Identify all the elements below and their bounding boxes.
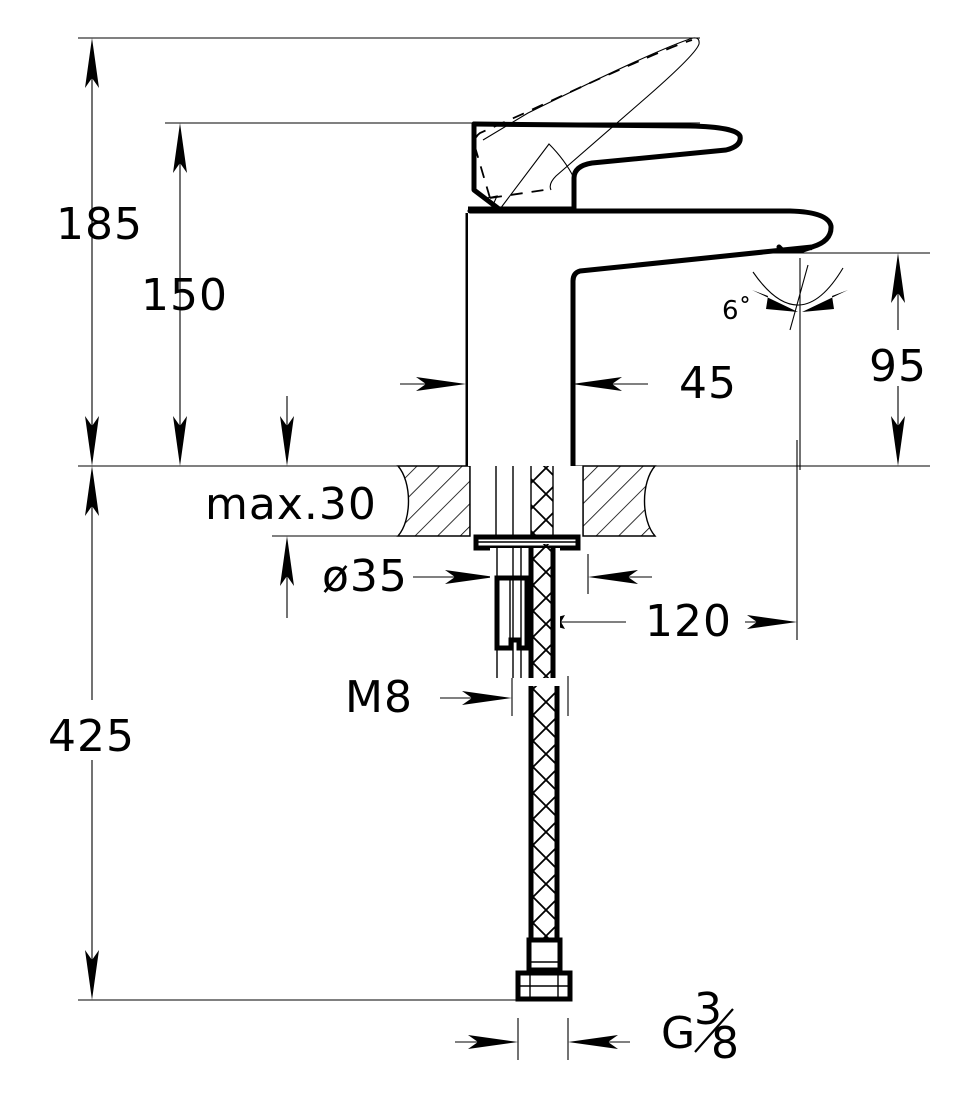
lever-handle-inner-fold <box>499 143 575 210</box>
arrowhead-g38-left <box>468 1035 518 1049</box>
arrowhead-95-bottom <box>891 416 905 466</box>
arrowhead-150-bottom <box>173 416 187 466</box>
arrowhead-6deg-right <box>802 290 848 312</box>
shank-thread-hatch-lower <box>531 544 553 678</box>
arrowhead-45-left <box>416 377 466 391</box>
dimension-label-6deg: 6˚ <box>722 296 752 326</box>
arrowhead-m8 <box>462 691 512 705</box>
arrowhead-185-bottom <box>85 416 99 466</box>
countertop-section-right <box>582 465 657 537</box>
shank-collar-fill <box>470 466 583 536</box>
arrowhead-6deg-left <box>752 290 798 312</box>
spout-fill <box>468 208 834 466</box>
dimension-label-max30: max.30 <box>205 479 377 530</box>
lever-raised-outline <box>482 37 700 191</box>
arrowhead-150-top <box>173 123 187 173</box>
dimension-label-g38-letter: G <box>661 1008 696 1059</box>
hose-ferrule <box>526 937 563 973</box>
hose-ferrule-fill <box>528 939 561 971</box>
arrowhead-425-top <box>85 466 99 516</box>
dimension-label-150: 150 <box>141 270 228 321</box>
arrowhead-d35-right <box>588 570 638 584</box>
angle-arc-6deg <box>752 267 844 306</box>
arrowhead-425-bottom <box>85 950 99 1000</box>
hex-nut-outline <box>515 970 573 1002</box>
arrowhead-g38-right <box>568 1035 618 1049</box>
dimension-label-425: 425 <box>48 711 135 762</box>
dimension-label-d35: ø35 <box>322 551 408 602</box>
arrowhead-185-top <box>85 38 99 88</box>
arrowhead-d35-left <box>445 570 495 584</box>
arrowhead-max30-bottom <box>280 536 294 586</box>
lever-raised-dashed-left <box>473 39 693 199</box>
m8-stud-block <box>494 575 530 651</box>
dimension-label-45: 45 <box>679 358 737 409</box>
arrowhead-max30-top <box>280 416 294 466</box>
spout-outline <box>467 208 834 469</box>
lever-pivot-detail <box>485 195 498 207</box>
shank-thread-hatch-upper <box>531 466 553 538</box>
arrowhead-120-right <box>747 615 797 629</box>
dimension-label-95: 95 <box>869 341 927 392</box>
dimension-label-g38-denominator: 8 <box>711 1018 740 1069</box>
fraction-bar-g38 <box>694 1008 734 1053</box>
angle-ref-line-6deg <box>789 264 809 331</box>
lever-handle-outline-top <box>471 121 743 212</box>
countertop-section-left <box>396 465 471 537</box>
lever-raised-dashed-bottom <box>489 188 552 199</box>
lever-handle-fill <box>474 124 743 208</box>
arrowhead-45-right <box>572 377 622 391</box>
dimension-label-m8: M8 <box>345 672 413 723</box>
dimension-label-185: 185 <box>56 199 143 250</box>
hose-braid-hatch <box>531 686 557 939</box>
arrowhead-95-top <box>891 253 905 303</box>
dimension-label-120: 120 <box>645 596 732 647</box>
